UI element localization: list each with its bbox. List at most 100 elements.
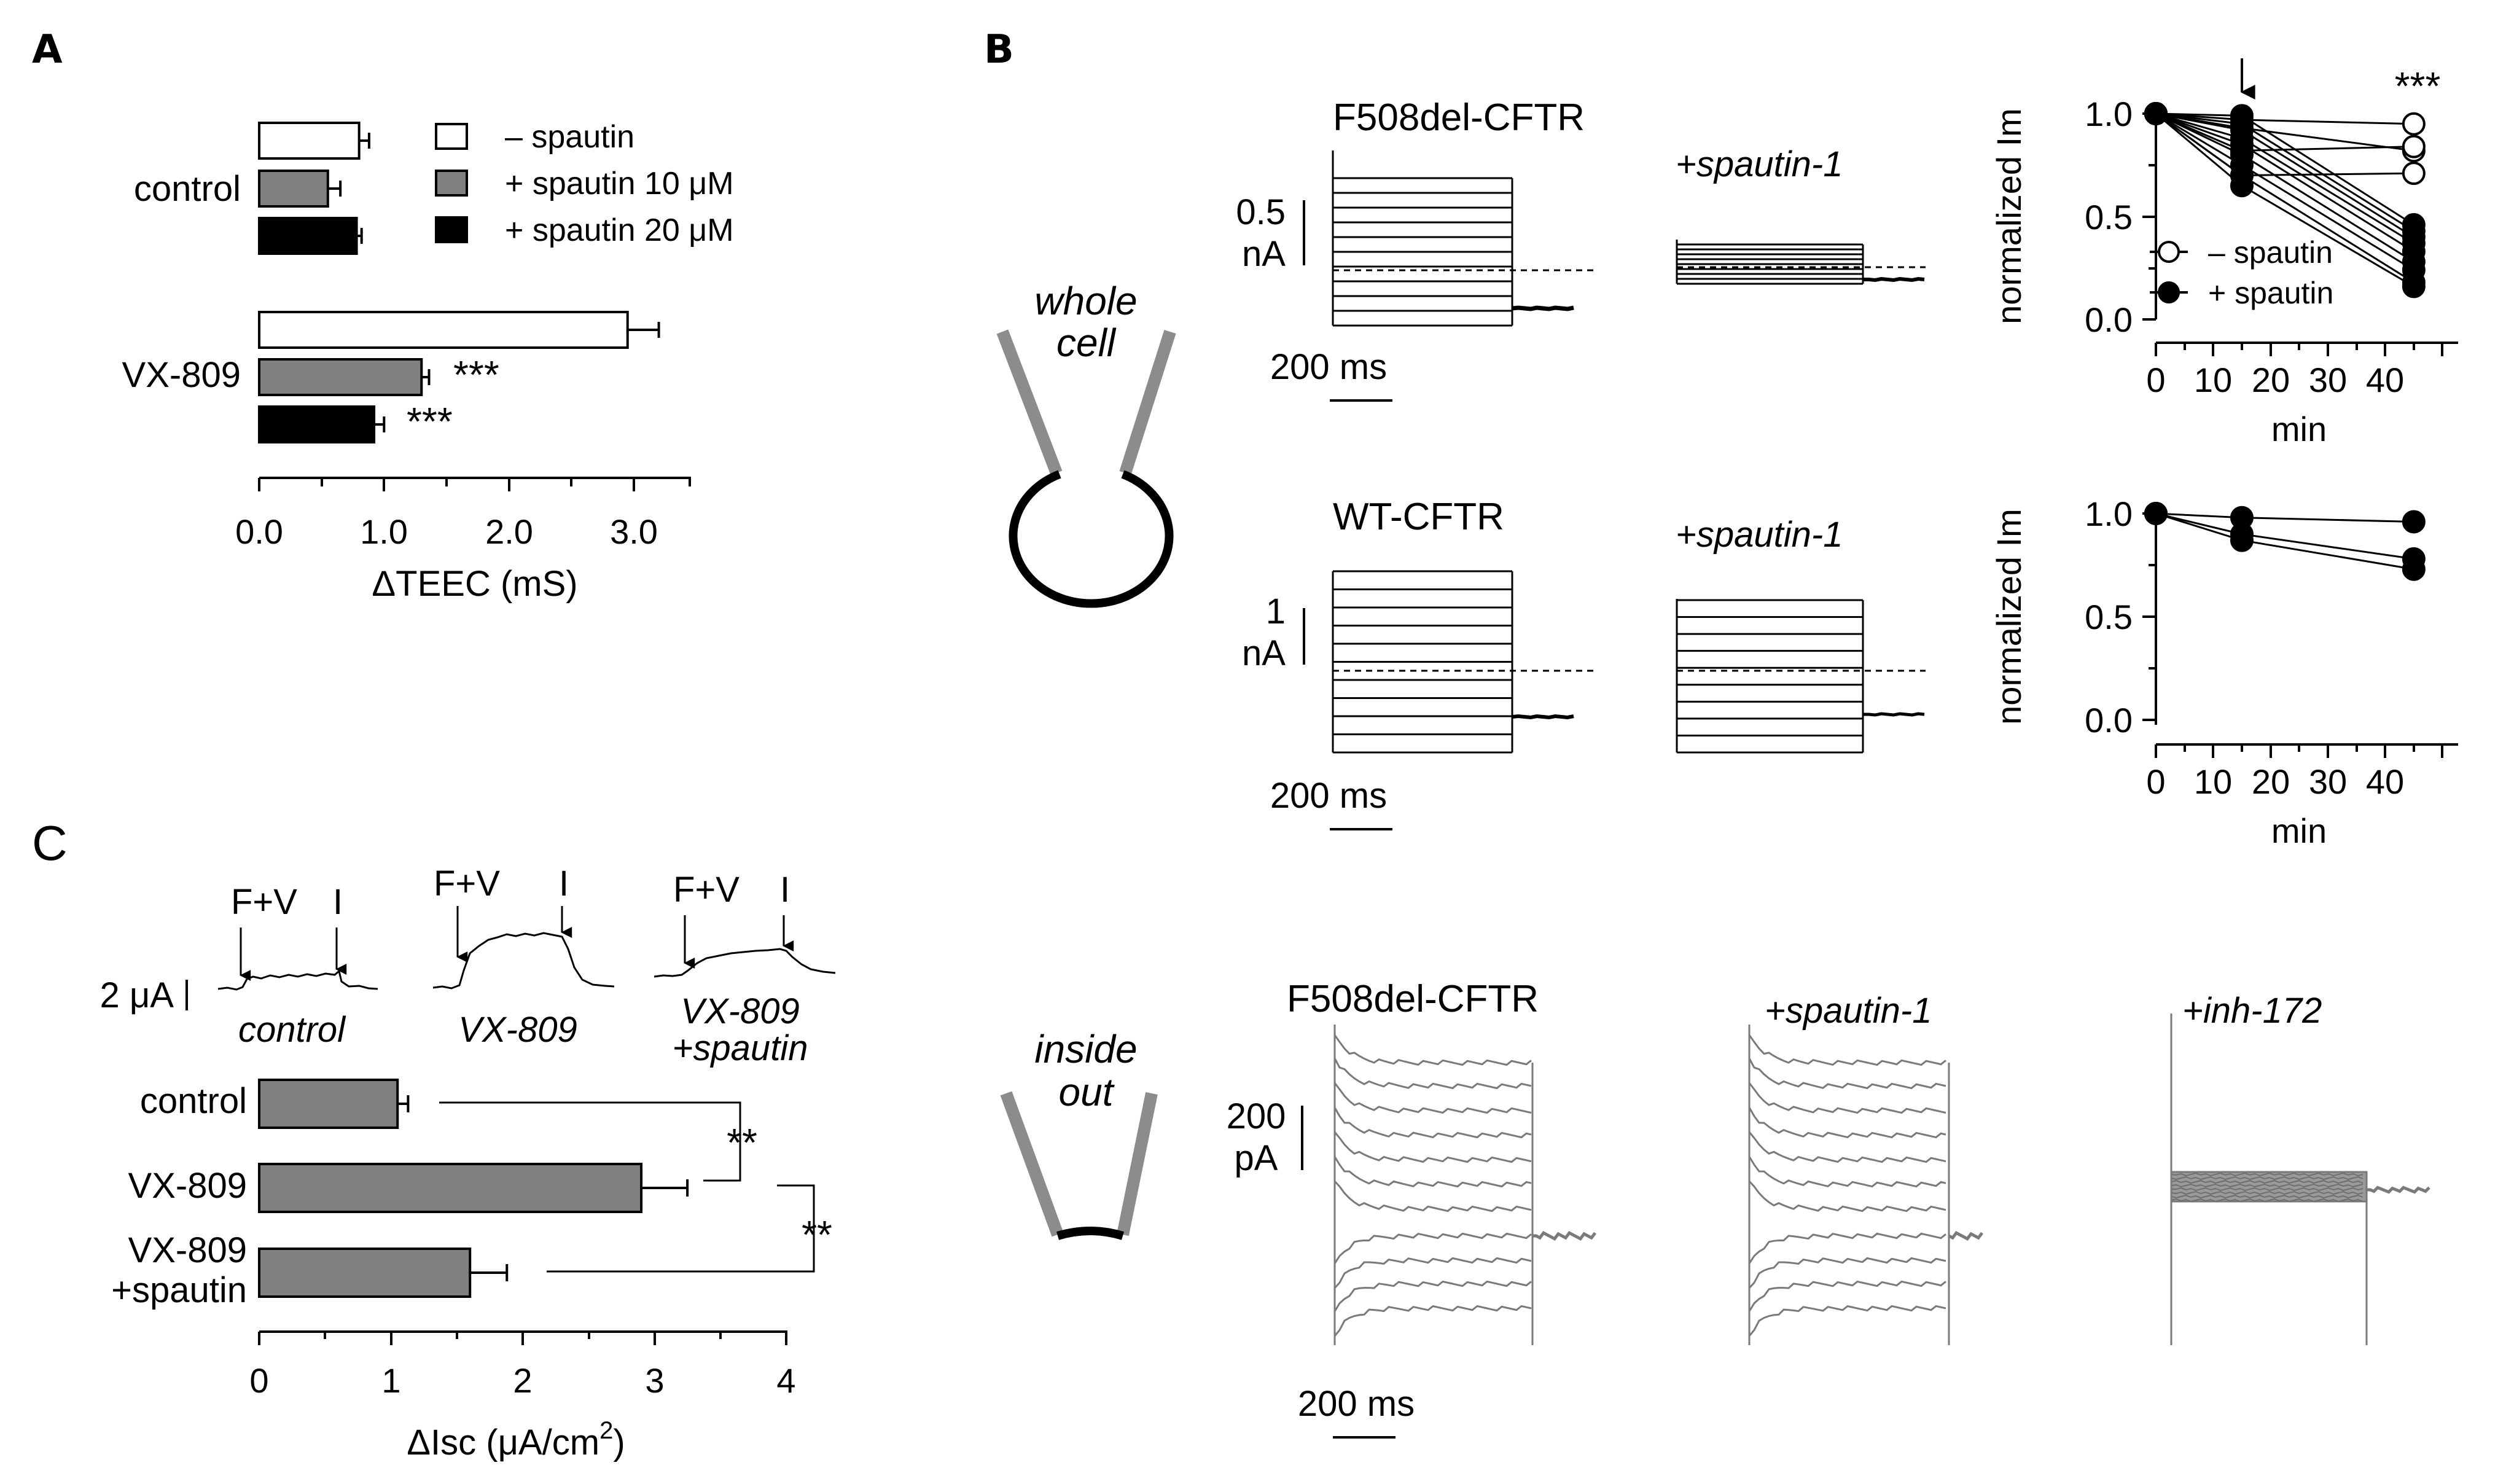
traces-io-spautin-tail	[1948, 1230, 1983, 1241]
trace-control-line	[217, 969, 378, 991]
scale-05-unit: nA	[1242, 234, 1286, 274]
io-inh-sweep-1	[2171, 1176, 2364, 1181]
a-bar-0-1	[258, 170, 329, 208]
c-tick-4: 4	[776, 1361, 795, 1400]
a-x-label: ΔTEEC (mS)	[372, 564, 577, 604]
scale-1-value: 1	[1266, 592, 1286, 631]
legend-label-20: + spautin 20 μM	[505, 213, 734, 248]
trace-vxs-fv: F+V	[673, 870, 740, 910]
tc1-data-pt-1-8-1	[2230, 174, 2254, 198]
a-bar-1-2	[258, 405, 376, 443]
c-bar-1	[258, 1163, 643, 1213]
a-tick-1: 1.0	[360, 512, 408, 551]
io-inh-tail	[2367, 1185, 2430, 1194]
panel-b-label: B	[984, 27, 1014, 72]
time-scale-2: 200 ms	[1270, 776, 1387, 816]
panel-c-label: C	[32, 816, 68, 870]
traces-io-spautin-sweep-2	[1748, 1082, 1946, 1114]
isc-trace-vx809: F+V I VX-809	[432, 864, 615, 1050]
traces-io-f508-sweep-4	[1333, 1131, 1532, 1163]
title-spautin-whole: +spautin-1	[1676, 144, 1843, 184]
io-inh-sweep-4	[2171, 1187, 2364, 1192]
traces-f508-whole	[1332, 150, 1594, 327]
c-tick-3: 3	[645, 1361, 664, 1400]
group-label-vx809: VX-809	[122, 355, 241, 395]
tc2-xtick-2: 20	[2252, 762, 2290, 801]
panel-c: C F+V I control F+V I VX-809 F+V I VX-80…	[32, 816, 836, 1463]
title-spautin-io: +spautin-1	[1765, 991, 1932, 1031]
tc1-legend-filled: + spautin	[2208, 276, 2333, 310]
traces-io-spautin-sweep-1	[1748, 1058, 1946, 1090]
tc1-xtick-0: 0	[2146, 361, 2165, 399]
tc2-ytick-0: 0.0	[2085, 701, 2133, 740]
tc1-stars: ***	[2395, 64, 2441, 108]
traces-io-f508-sweep-2	[1333, 1082, 1532, 1114]
tc1-ytick-0: 0.0	[2085, 300, 2133, 339]
tc1-data-pt-0-2-2	[2402, 135, 2426, 158]
group-label-control: control	[134, 169, 241, 209]
trace-vx-caption: VX-809	[458, 1010, 577, 1050]
a-bar-1-1	[258, 358, 423, 396]
tc1-legend-marker-filled	[2158, 281, 2180, 303]
tc2-xticks	[2155, 744, 2443, 758]
c-bar-0	[258, 1079, 399, 1129]
traces-io-f508-sweep-8	[1333, 1257, 1532, 1289]
tc1-data-pt-1-8-0	[2144, 102, 2168, 125]
traces-io-spautin-sweep-0	[1748, 1034, 1946, 1066]
traces-io-spautin-sweep-10	[1748, 1305, 1946, 1337]
traces-io-f508	[1333, 1025, 1596, 1345]
tc2-data-pt-0-0-2	[2402, 510, 2426, 534]
inside-out-pipette-icon	[1000, 1091, 1158, 1240]
io-inh-sweep-7	[2171, 1198, 2364, 1203]
panel-b: B whole cell inside out F508del-CFTR +sp…	[984, 27, 2458, 1439]
c-ticks	[258, 1332, 787, 1345]
tc2-data-line-0-0	[2155, 512, 2414, 523]
tc2-ytick-1: 0.5	[2085, 598, 2133, 636]
inside-out-label-1: inside	[1034, 1027, 1137, 1071]
tc1-x-label: min	[2271, 410, 2327, 448]
traces-io-f508-sweep-0	[1333, 1034, 1532, 1066]
panel-a-ticks	[258, 478, 691, 491]
tc1-xtick-1: 10	[2194, 361, 2232, 399]
trace-vx-i: I	[559, 864, 569, 904]
tc2-data-pt-0-2-0	[2144, 502, 2168, 525]
c-tick-1: 1	[381, 1361, 400, 1400]
trace-control-fv: F+V	[231, 882, 297, 922]
trace-vxs-line	[654, 948, 836, 978]
title-f508-whole: F508del-CFTR	[1333, 96, 1585, 139]
tc1-data-pt-1-8-2	[2402, 275, 2426, 299]
c-bar-label-vxs-2: +spautin	[111, 1270, 247, 1310]
traces-io-spautin	[1748, 1025, 1983, 1345]
traces-wt-tail	[1512, 714, 1574, 720]
io-inh-sweep-3	[2171, 1183, 2364, 1188]
traces-io-spautin-sweep-8	[1748, 1257, 1946, 1289]
tc2-ytick-2: 1.0	[2085, 494, 2133, 533]
tc1-xtick-3: 30	[2309, 361, 2347, 399]
panel-c-bars	[258, 1079, 689, 1298]
trace-control-caption: control	[238, 1010, 346, 1050]
legend-swatch-none	[435, 123, 468, 150]
tc2-x-label: min	[2271, 811, 2327, 850]
title-inh: +inh-172	[2182, 991, 2322, 1031]
trace-vxs-caption-1: VX-809	[681, 991, 799, 1031]
legend-label-10: + spautin 10 μM	[505, 166, 734, 201]
tc2-xtick-1: 10	[2194, 762, 2232, 801]
tc1-ytick-1: 0.5	[2085, 198, 2133, 236]
a-bar-0-0	[258, 122, 361, 160]
tc2-data	[2144, 502, 2426, 581]
c-tick-2: 2	[513, 1361, 532, 1400]
io-inh-sweep-6	[2171, 1194, 2364, 1199]
inside-out-label-2: out	[1059, 1070, 1115, 1114]
stars-vx809-20: ***	[407, 399, 453, 443]
tc2-xtick-3: 30	[2309, 762, 2347, 801]
sig-bracket-1	[439, 1101, 741, 1182]
traces-io-f508-sweep-3	[1333, 1107, 1532, 1139]
traces-spautin-whole-tail	[1863, 276, 1925, 283]
title-wt: WT-CFTR	[1333, 496, 1504, 538]
tc2-data-pt-0-2-1	[2230, 528, 2254, 552]
traces-io-f508-sweep-1	[1333, 1058, 1532, 1090]
whole-cell-label-1: whole	[1034, 279, 1137, 323]
traces-wt-spautin-tail	[1863, 712, 1925, 717]
tc2-xtick-4: 40	[2366, 762, 2404, 801]
scale-200-unit: pA	[1235, 1138, 1278, 1178]
